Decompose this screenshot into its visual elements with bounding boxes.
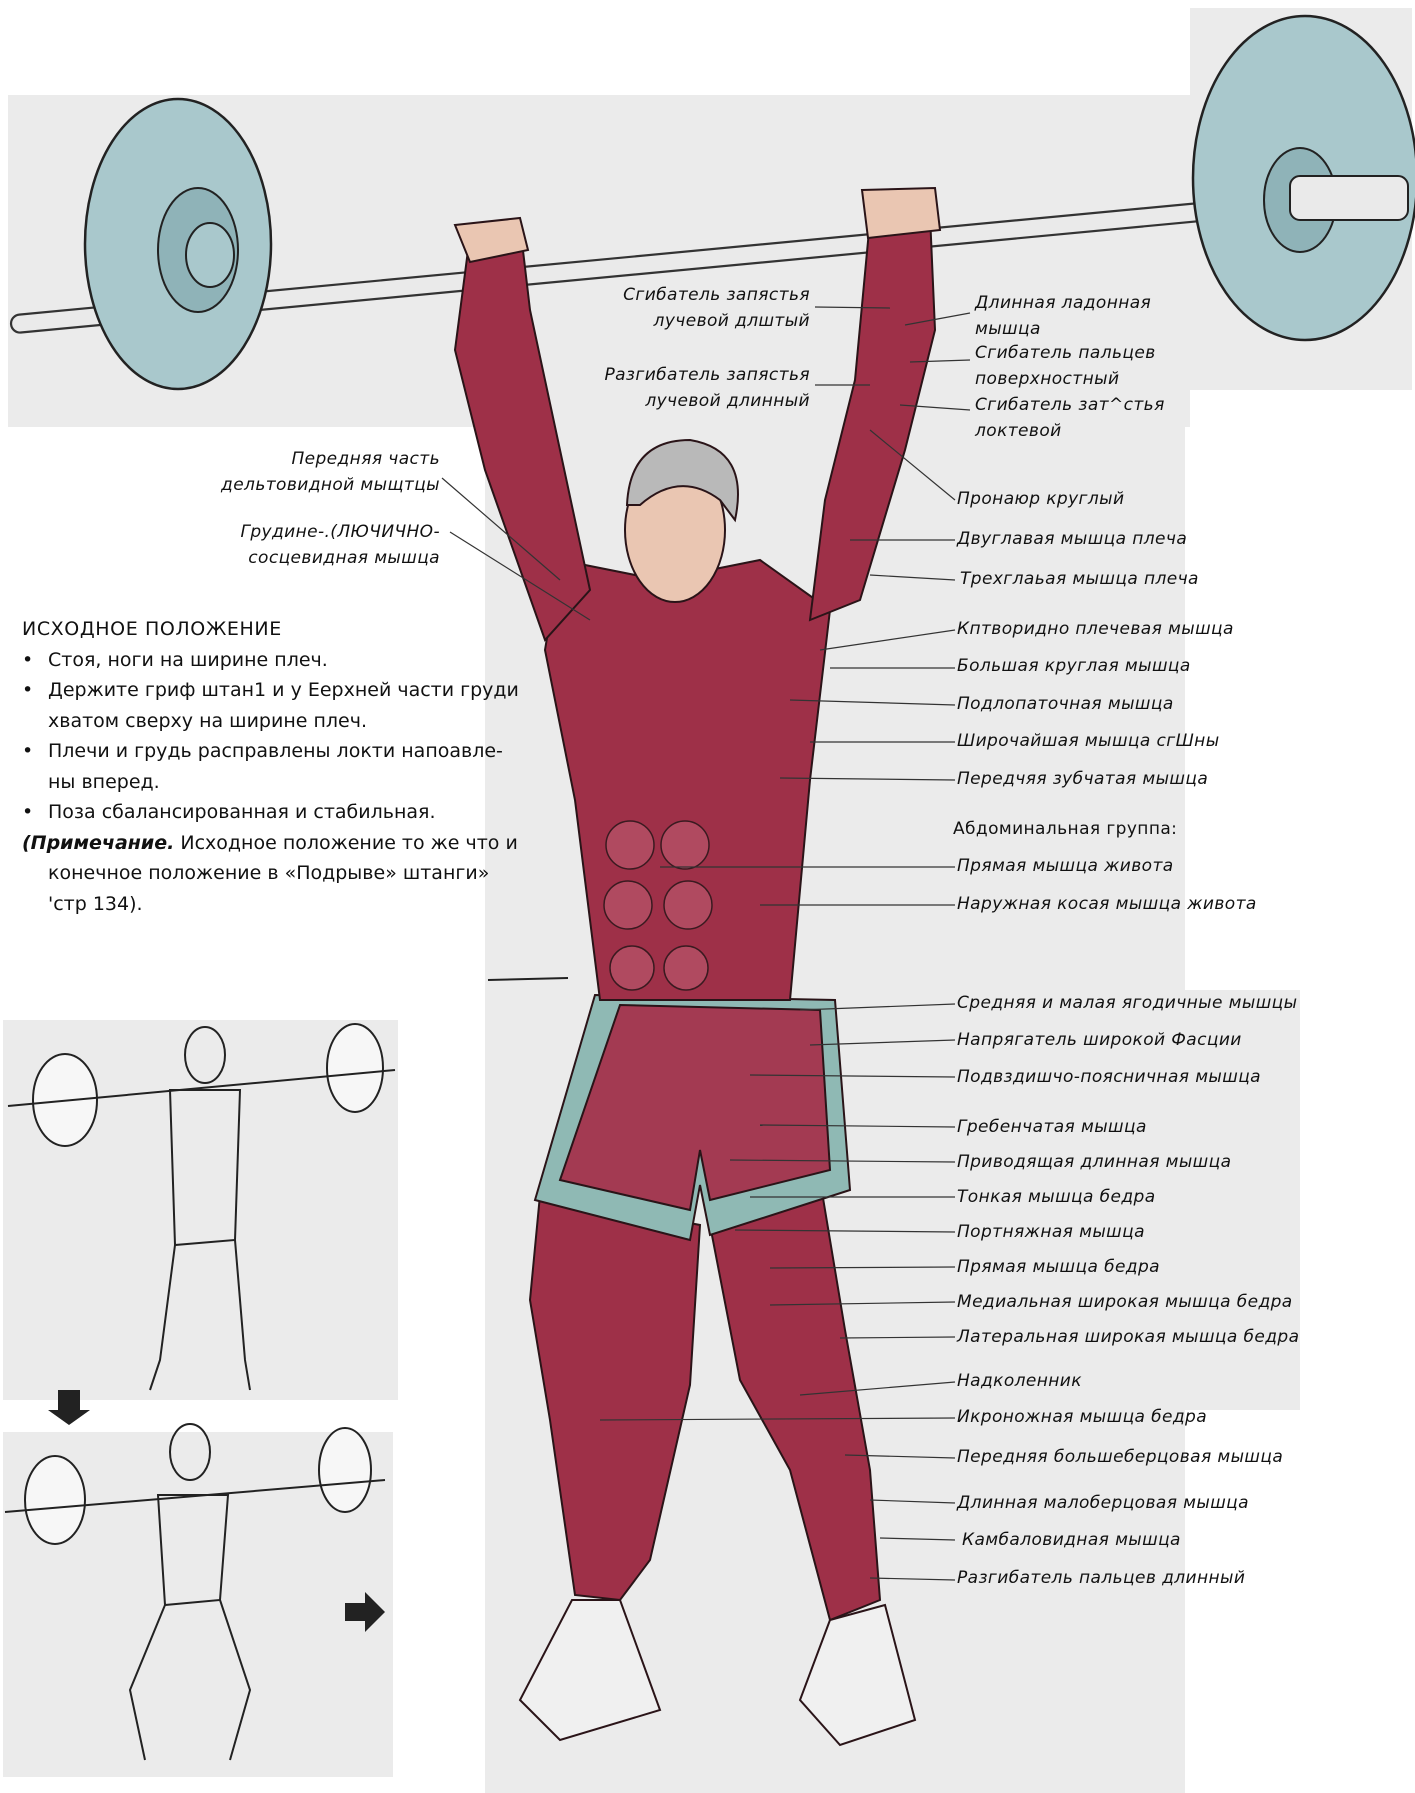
initial-position-heading: ИСХОДНОЕ ПОЛОЖЕНИЕ	[22, 614, 522, 645]
bullet-item: •Стоя, ноги на ширине плеч.	[22, 645, 522, 676]
label-serratus-anterior: Передчяя зубчатая мышца	[957, 766, 1208, 792]
label-rectus-abdominis: Прямая мышца живота	[957, 853, 1174, 879]
abdominal-group-heading: Абдоминальная группа:	[953, 816, 1177, 842]
label-sartorius: Портняжная мышца	[957, 1219, 1145, 1245]
label-subscapularis: Подлопаточная мышца	[957, 691, 1174, 717]
label-rectus-femoris: Прямая мышца бедра	[957, 1254, 1160, 1280]
label-adductor-longus: Приводящая длинная мышца	[957, 1149, 1231, 1175]
label-peroneus-longus: Длинная малоберцовая мышца	[957, 1490, 1249, 1516]
label-patella: Надколенник	[957, 1368, 1082, 1394]
label-external-oblique: Наружная косая мышца живота	[957, 891, 1257, 917]
label-latissimus-dorsi: Широчайшая мышца сгШны	[957, 728, 1220, 754]
label-extensor-digitorum-longus: Разгибатель пальцев длинный	[957, 1565, 1245, 1591]
label-gracilis: Тонкая мышца бедра	[957, 1184, 1156, 1210]
label-iliopsoas: Подвздишчо-поясничная мышца	[957, 1064, 1261, 1090]
label-tibialis-anterior: Передняя большеберцовая мышца	[957, 1444, 1283, 1470]
label-tensor-fasciae-latae: Напрягатель широкой Фасции	[957, 1027, 1242, 1053]
label-pronator-teres: Пронаюр круглый	[957, 486, 1124, 512]
bullet-continuation: ны вперед.	[22, 767, 522, 798]
label-teres-major: Большая круглая мышца	[957, 653, 1191, 679]
note-line: 'стр 134).	[22, 889, 522, 920]
note-line: конечное положение в «Подрыве» штанги»	[22, 858, 522, 889]
label-vastus-lateralis: Латеральная широкая мышца бедра	[957, 1324, 1299, 1350]
bullet-item: •Плечи и грудь расправлены локти напоавл…	[22, 736, 522, 767]
bullet-continuation: хватом сверху на ширине плеч.	[22, 706, 522, 737]
label-triceps: Трехглаьая мышца плеча	[960, 566, 1199, 592]
label-gastrocnemius: Икроножная мышца бедра	[957, 1404, 1207, 1430]
label-sternocleidomastoid: Грудине-.(ЛЮЧИЧНО-сосцевидная мышца	[180, 519, 440, 571]
initial-position-block: ИСХОДНОЕ ПОЛОЖЕНИЕ •Стоя, ноги на ширине…	[22, 614, 522, 919]
label-coracobrachialis: Кптворидно плечевая мышца	[957, 616, 1234, 642]
label-biceps: Двуглавая мышца плеча	[957, 526, 1187, 552]
label-vastus-medialis: Медиальная широкая мышца бедра	[957, 1289, 1293, 1315]
label-pectineus: Гребенчатая мышца	[957, 1114, 1147, 1140]
label-gluteus-medius-minimus: Средняя и малая ягодичные мышцы	[957, 990, 1297, 1016]
bullet-item: •Поза сбалансированная и стабильная.	[22, 797, 522, 828]
note-line: (Примечание. Исходное положение то же чт…	[22, 828, 522, 859]
bullet-item: •Держите гриф штан1 и у Еерхней части гр…	[22, 675, 522, 706]
label-soleus: Камбаловидная мышца	[962, 1527, 1181, 1553]
